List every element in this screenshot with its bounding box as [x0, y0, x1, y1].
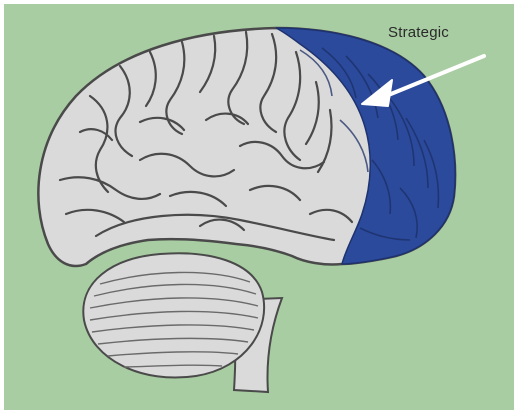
strategic-label: Strategic	[388, 24, 449, 41]
cerebellum	[83, 253, 264, 377]
